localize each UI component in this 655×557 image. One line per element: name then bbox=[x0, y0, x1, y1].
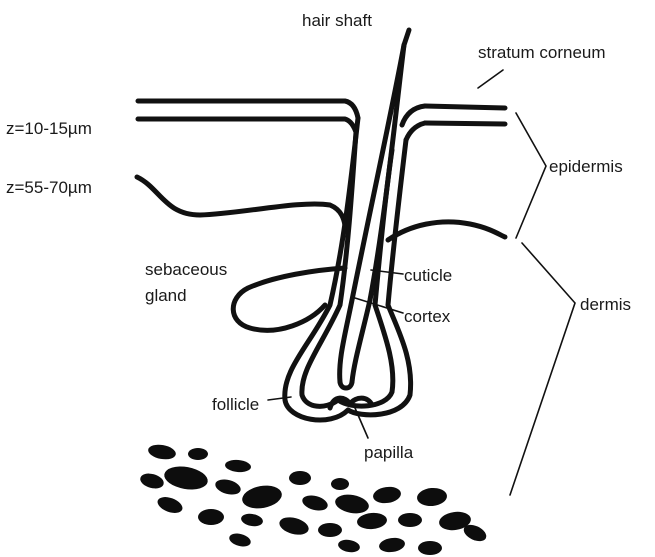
label-cortex: cortex bbox=[404, 307, 451, 326]
cell-blobs bbox=[139, 443, 489, 555]
label-papilla: papilla bbox=[364, 443, 414, 462]
label-sebaceous-line1: sebaceous bbox=[145, 260, 227, 279]
label-sebaceous-line2: gland bbox=[145, 286, 187, 305]
epidermis-bracket bbox=[516, 113, 546, 238]
label-stratum-corneum: stratum corneum bbox=[478, 43, 606, 62]
label-depth-bottom: z=55-70µm bbox=[6, 178, 92, 197]
label-cuticle: cuticle bbox=[404, 266, 452, 285]
label-follicle: follicle bbox=[212, 395, 259, 414]
label-depth-top: z=10-15µm bbox=[6, 119, 92, 138]
skin-surface-lines bbox=[138, 101, 505, 140]
label-epidermis: epidermis bbox=[549, 157, 623, 176]
sebaceous-gland bbox=[233, 268, 345, 330]
label-hair-shaft: hair shaft bbox=[302, 11, 372, 30]
dermis-bracket bbox=[510, 243, 575, 495]
label-dermis: dermis bbox=[580, 295, 631, 314]
epidermis-dermis-boundary bbox=[137, 177, 505, 240]
